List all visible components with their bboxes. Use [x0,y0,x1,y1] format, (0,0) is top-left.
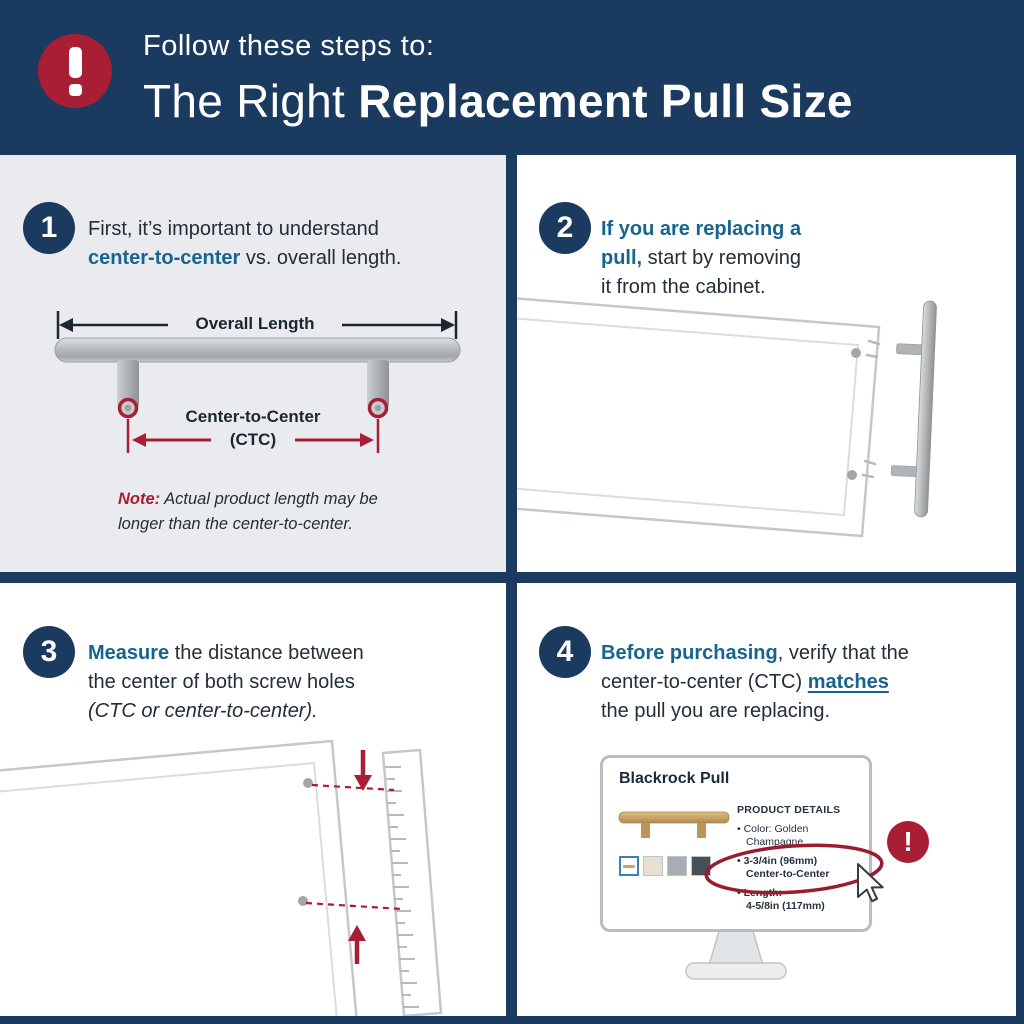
step-1-line1: First, it’s important to understand [88,218,379,240]
step-2-line3: it from the cabinet. [601,276,766,298]
monitor-stand [685,927,787,980]
detail-ctc-line1: • 3-3/4in (96mm) [737,855,818,867]
alert-icon-bar [68,46,82,78]
ctc-arrowhead-left [132,433,146,447]
ctc-arrowhead-right [360,433,374,447]
product-thumbnail-selected [619,856,639,876]
pull-bar [54,337,461,408]
overall-length-label: Overall Length [195,314,315,333]
motion-lines [861,339,881,479]
cabinet-removal-illustration [517,297,937,538]
screw-holes [298,778,313,906]
step-4-text: Before purchasing, verify that the cente… [601,639,909,726]
step-3-line2: the center of both screw holes [88,671,355,693]
ctc-highlight-circle [704,843,884,895]
product-thumbnails [619,856,711,876]
alert-icon [38,34,112,108]
detail-color-line1: • Color: Golden [737,823,809,835]
product-page-monitor: Blackrock Pull [600,755,872,932]
screw-holes [847,348,861,480]
step-3-rest: the distance between [169,642,364,664]
page-title-bold: Replacement Pull Size [358,75,853,127]
arrowhead-left [59,318,73,332]
step-1-text: First, it’s important to understand cent… [88,215,401,273]
step-2-bold1: If you are replacing a [601,218,802,240]
note-line1: Actual product length may be [160,490,378,508]
measure-arrows [348,750,372,964]
pull-size-diagram [54,311,461,453]
measure-illustration [0,739,443,1016]
screw-center-markers [117,397,389,419]
header: Follow these steps to: The Right Replace… [0,0,1024,155]
cursor-icon [857,863,884,903]
cabinet-door [517,297,881,538]
step-2-text: If you are replacing a pull, start by re… [601,215,801,302]
header-intro: Follow these steps to: [143,30,435,62]
step-2-rest: start by removing [642,247,802,269]
steps-grid: 1 First, it’s important to understand ce… [0,155,1024,1024]
alert-icon: ! [887,821,929,863]
step-4-rest: , verify that the [777,642,909,664]
step-3-text: Measure the distance between the center … [88,639,364,726]
ruler-ticks [385,766,419,1008]
step-2-bold2: pull, [601,247,643,269]
arrowhead-right [441,318,455,332]
note-text: Note: Actual product length may be longe… [118,487,454,537]
step-4-line2: center-to-center (CTC) [601,671,808,693]
product-title: Blackrock Pull [619,770,730,787]
detail-length-line2: 4-5/8in (117mm) [746,900,825,912]
product-thumbnail [643,856,663,876]
step-2-badge: 2 [539,202,591,254]
cabinet-pull [890,300,937,518]
step-4-line3: the pull you are replacing. [601,700,831,722]
ctc-arrow [126,419,380,453]
product-thumbnail [667,856,687,876]
step-3-bold: Measure [88,642,170,664]
step-3-badge: 3 [23,626,75,678]
step-3-line3: (CTC or center-to-center). [88,700,318,722]
step-4-badge: 4 [539,626,591,678]
ctc-label: Center-to-Center [185,407,321,426]
product-details: PRODUCT DETAILS • Color: Golden Champagn… [737,804,869,913]
detail-ctc: • 3-3/4in (96mm) Center-to-Center [737,855,869,881]
step-4-panel: 4 Before purchasing, verify that the cen… [517,583,1016,1016]
step-1-badge: 1 [23,202,75,254]
overall-length-arrow [56,311,458,339]
product-image-pull [618,811,730,838]
detail-ctc-line2: Center-to-Center [746,868,830,880]
step-2-panel: 2 If you are replacing a pull, start by … [517,155,1016,572]
step-1-panel: 1 First, it’s important to understand ce… [0,155,506,572]
product-details-header: PRODUCT DETAILS [737,804,841,816]
alert-icon-dot [68,83,82,96]
page-title-light: The Right [143,75,359,127]
ruler [381,748,443,1016]
step-4-bold: Before purchasing [601,642,778,664]
note-line2: longer than the center-to-center. [118,515,353,533]
step-4-matches: matches [807,671,889,693]
thumbnail-pull-image [623,864,635,868]
cabinet-door [0,739,358,1016]
annotation-overlay [704,843,884,903]
step-3-panel: 3 Measure the distance between the cente… [0,583,506,1016]
step-1-ctc-term: center-to-center [88,247,241,269]
measure-dashed-lines [305,783,403,911]
note-label: Note: [118,490,161,508]
page-title: The Right Replacement Pull Size [143,74,853,128]
step-1-line2: vs. overall length. [240,247,402,269]
ctc-abbrev-label: (CTC) [229,430,277,449]
